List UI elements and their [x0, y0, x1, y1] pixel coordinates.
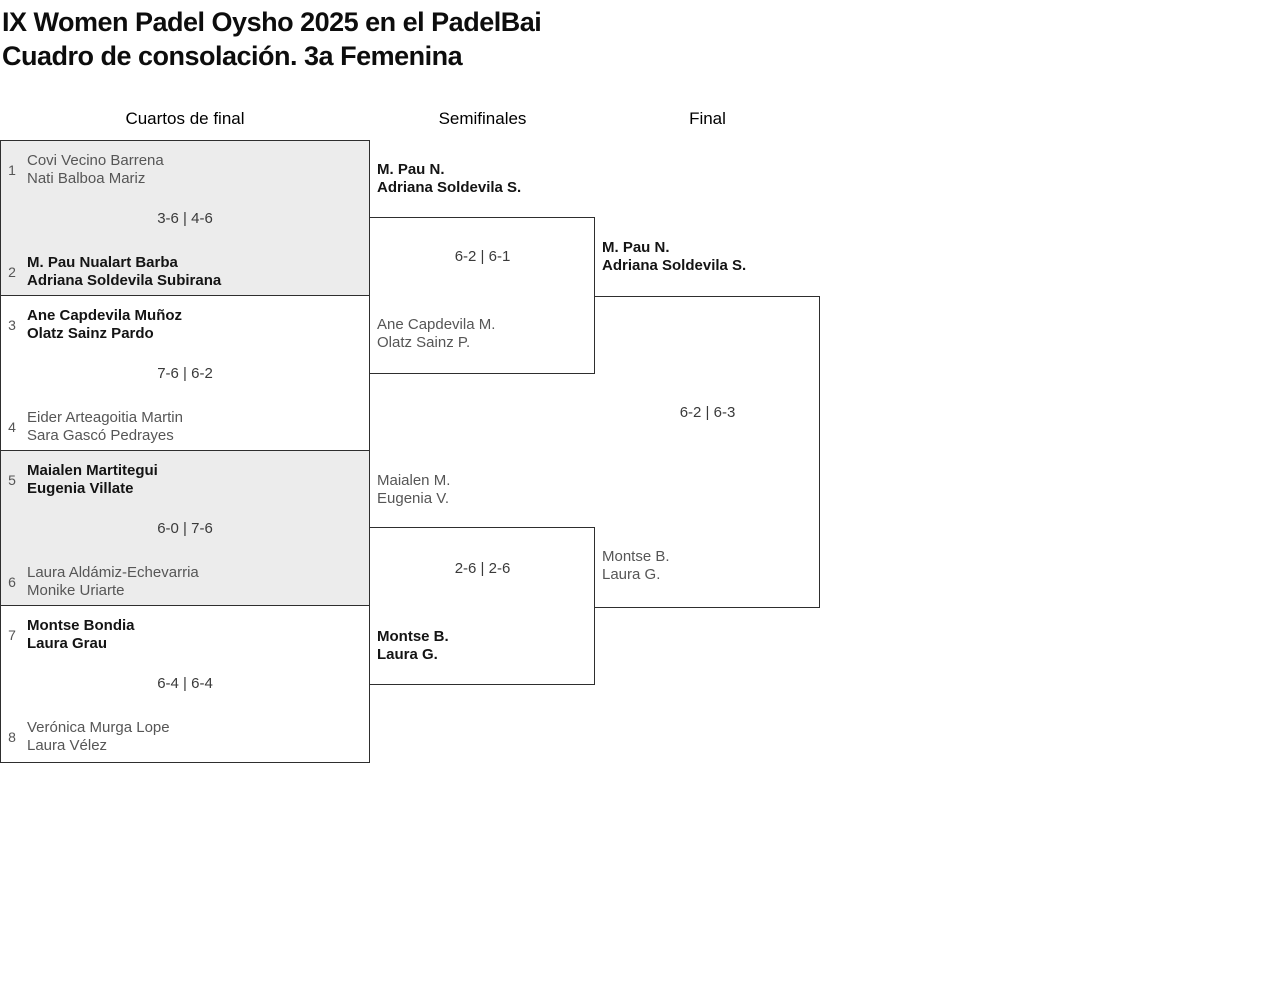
player-name: Maialen Martitegui — [27, 462, 158, 479]
player-name: Covi Vecino Barrena — [27, 152, 164, 169]
seed-number: 6 — [8, 574, 16, 590]
seed-number: 8 — [8, 729, 16, 745]
player-name: Eider Arteagoitia Martin — [27, 409, 183, 426]
seed-number: 4 — [8, 419, 16, 435]
seed-number: 1 — [8, 162, 16, 178]
team-names: Ane Capdevila M. Olatz Sainz P. — [377, 316, 495, 352]
player-name: Adriana Soldevila S. — [602, 257, 747, 274]
match-score: 6-0 | 7-6 — [157, 520, 213, 537]
player-name: Maialen M. — [377, 472, 451, 489]
page-title-line-1: IX Women Padel Oysho 2025 en el PadelBai — [2, 7, 542, 37]
player-name: Adriana Soldevila Subirana — [27, 272, 222, 289]
team-names: M. Pau Nualart Barba Adriana Soldevila S… — [27, 254, 221, 290]
match-qf-4: 7 Montse Bondia Laura Grau 6-4 | 6-4 8 V… — [0, 605, 370, 763]
team-names: Covi Vecino Barrena Nati Balboa Mariz — [27, 152, 164, 188]
page-title: IX Women Padel Oysho 2025 en el PadelBai… — [2, 5, 542, 73]
match-score: 3-6 | 4-6 — [157, 210, 213, 227]
match-qf-3: 5 Maialen Martitegui Eugenia Villate 6-0… — [0, 450, 370, 606]
player-name: Sara Gascó Pedrayes — [27, 427, 174, 444]
seed-number: 5 — [8, 472, 16, 488]
player-name: Laura Grau — [27, 635, 108, 652]
player-name: Laura Vélez — [27, 737, 108, 754]
round-header-cuartos: Cuartos de final — [125, 109, 245, 128]
team-names: Montse Bondia Laura Grau — [27, 617, 135, 653]
player-name: M. Pau N. — [602, 239, 670, 256]
team-names: M. Pau N. Adriana Soldevila S. — [377, 161, 521, 197]
player-name: Montse B. — [377, 628, 449, 645]
match-final — [595, 296, 820, 608]
match-score: 7-6 | 6-2 — [157, 365, 213, 382]
player-name: M. Pau Nualart Barba — [27, 254, 178, 271]
match-score: 6-2 | 6-3 — [679, 404, 736, 421]
match-qf-1: 1 Covi Vecino Barrena Nati Balboa Mariz … — [0, 140, 370, 296]
match-score: 6-4 | 6-4 — [157, 675, 213, 692]
team-names: Maialen Martitegui Eugenia Villate — [27, 462, 158, 498]
player-name: Montse Bondia — [27, 617, 135, 634]
seed-number: 3 — [8, 317, 16, 333]
player-name: Olatz Sainz P. — [377, 334, 471, 351]
player-name: Montse B. — [602, 548, 670, 565]
player-name: Ane Capdevila M. — [377, 316, 496, 333]
player-name: Olatz Sainz Pardo — [27, 325, 154, 342]
round-header-semifinales: Semifinales — [438, 109, 527, 128]
team-names: Maialen M. Eugenia V. — [377, 472, 450, 508]
team-names: Laura Aldámiz-Echevarria Monike Uriarte — [27, 564, 199, 600]
player-name: Laura G. — [377, 646, 438, 663]
match-qf-2: 3 Ane Capdevila Muñoz Olatz Sainz Pardo … — [0, 295, 370, 451]
player-name: Eugenia Villate — [27, 480, 134, 497]
page-title-line-2: Cuadro de consolación. 3a Femenina — [2, 41, 463, 71]
team-names: Ane Capdevila Muñoz Olatz Sainz Pardo — [27, 307, 182, 343]
player-name: Nati Balboa Mariz — [27, 170, 146, 187]
player-name: Monike Uriarte — [27, 582, 125, 599]
seed-number: 7 — [8, 627, 16, 643]
player-name: Ane Capdevila Muñoz — [27, 307, 183, 324]
player-name: Laura Aldámiz-Echevarria — [27, 564, 199, 581]
round-header-final: Final — [689, 109, 726, 128]
match-sf-2 — [370, 527, 595, 685]
team-names: Eider Arteagoitia Martin Sara Gascó Pedr… — [27, 409, 183, 445]
player-name: Adriana Soldevila S. — [377, 179, 522, 196]
player-name: Verónica Murga Lope — [27, 719, 170, 736]
team-names: M. Pau N. Adriana Soldevila S. — [602, 239, 746, 275]
player-name: Laura G. — [602, 566, 661, 583]
team-names: Verónica Murga Lope Laura Vélez — [27, 719, 170, 755]
player-name: Eugenia V. — [377, 490, 450, 507]
team-names: Montse B. Laura G. — [377, 628, 449, 664]
seed-number: 2 — [8, 264, 16, 280]
match-sf-1 — [370, 217, 595, 374]
match-score: 2-6 | 2-6 — [454, 560, 511, 577]
match-score: 6-2 | 6-1 — [454, 248, 511, 265]
team-names: Montse B. Laura G. — [602, 548, 670, 584]
player-name: M. Pau N. — [377, 161, 445, 178]
